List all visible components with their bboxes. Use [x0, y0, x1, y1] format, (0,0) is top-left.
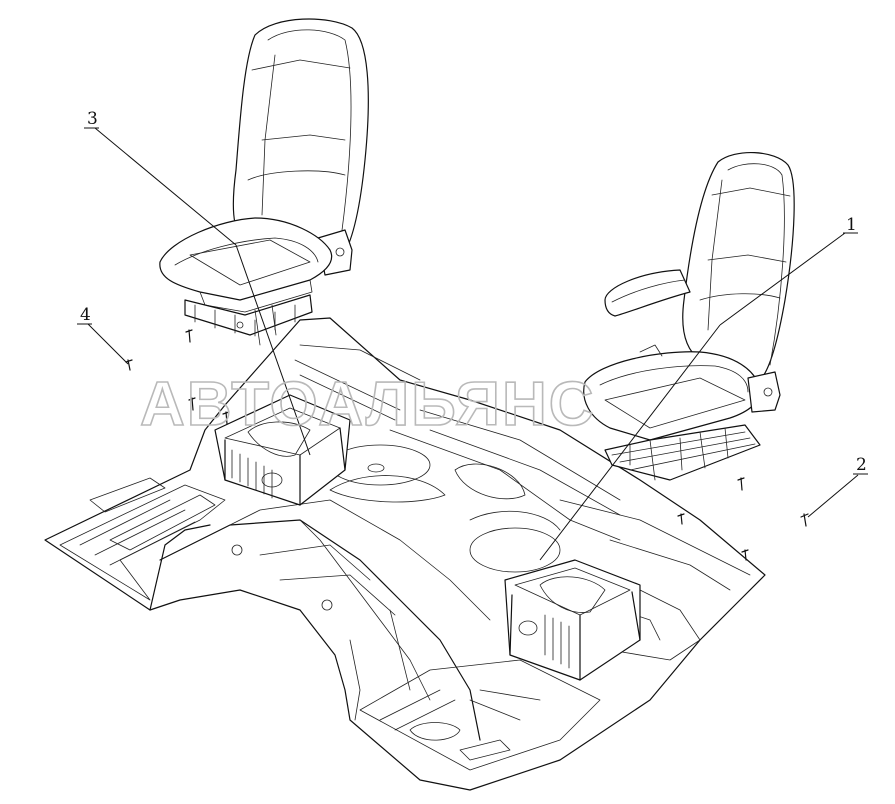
- right-seat: [583, 152, 795, 481]
- callout-1: 1: [846, 215, 857, 235]
- leader-1: [719, 232, 846, 326]
- bolt: [741, 549, 749, 561]
- bolt: [800, 513, 809, 527]
- leader-1b: [539, 324, 721, 561]
- bolt: [737, 477, 745, 491]
- leader-3: [94, 127, 237, 246]
- left-seat: [159, 18, 369, 346]
- bolt: [185, 329, 193, 343]
- bolt: [222, 411, 230, 425]
- left-seat-mount-box: [214, 394, 351, 506]
- callout-4: 4: [80, 305, 91, 325]
- leader-3b: [235, 244, 311, 456]
- callout-leaders: [87, 127, 859, 561]
- bolt: [125, 359, 133, 371]
- leader-2: [807, 474, 859, 518]
- leader-4: [87, 323, 129, 365]
- bolt: [188, 397, 196, 411]
- callout-3: 3: [87, 109, 98, 129]
- bolt: [677, 513, 685, 525]
- right-seat-mount-box: [504, 559, 641, 681]
- callout-2: 2: [856, 455, 867, 475]
- fasteners: [125, 329, 809, 561]
- callout-numbers: 1 2 3 4: [77, 109, 868, 475]
- watermark-text: АВТОАЛЬЯНС: [140, 370, 596, 439]
